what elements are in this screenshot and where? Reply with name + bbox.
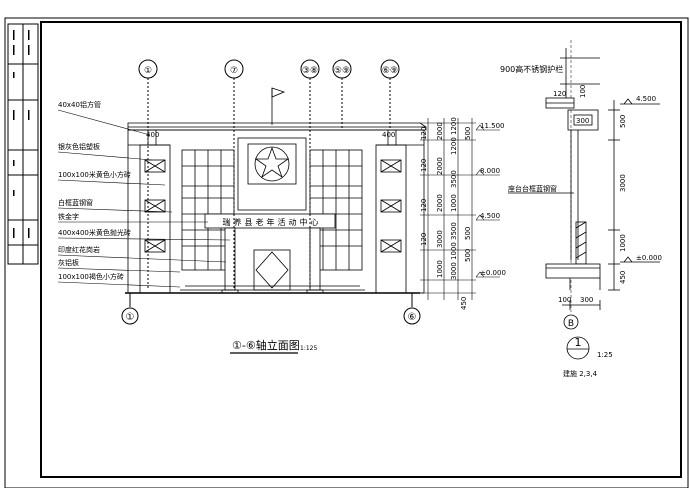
callout-6: 400x400米黄色抛光砖 [58,228,131,237]
dim-r2-2: 2000 [436,157,444,175]
level-3: 4.500 [480,212,500,220]
detail-reference: 建施 2,3,4 [563,369,598,378]
axis-label-top-5: ⑥⑨ [382,66,398,76]
dims-chain-2: 2000 2000 2000 3000 1000 [436,122,444,278]
elevation-title: ①-⑥轴立面图 [232,338,300,352]
title-block-strip [7,23,39,265]
dim-r1-4: 120 [420,233,428,246]
callout-2: 银灰色铝塑板 [58,142,100,151]
dim-r3-3: 3500 [450,170,458,188]
section-window-note: 座台台框蓝钢窗 [508,184,557,193]
dim-r2-5: 1000 [436,260,444,278]
callout-leaders [57,109,231,288]
callout-3: 100x100米黄色小方砖 [58,170,131,179]
elevation-drawing [125,87,427,294]
level-4: ±0.000 [480,269,506,277]
drawing-frame [40,21,682,478]
detail-scale: 1:25 [597,351,613,359]
dim-r4-2: 500 [464,227,472,240]
detail-number: 1 [575,336,582,349]
section-dim-bottom-1: 100 [558,296,571,304]
section-detail [508,40,660,360]
dimension-chains [420,118,476,300]
dim-r4-1: 500 [464,127,472,140]
top-axis-bubbles [138,59,400,290]
axis-label-top-1: ① [144,66,152,76]
section-dim-r-3: 1000 [619,234,627,252]
axis-label-top-3: ③⑧ [302,66,318,76]
callout-7: 印度红花岗岩 [58,245,100,254]
dim-r1-1: 120 [420,127,428,140]
flag [271,87,286,98]
frame-label-box [573,114,593,126]
section-level-1: 4.500 [636,95,656,103]
axis-label-bottom-2: ⑥ [408,312,417,323]
dim-r3-5: 3500 [450,222,458,240]
callout-9: 100x100褐色小方砖 [58,272,124,281]
parapet-dim-right: 400 [382,131,395,139]
axis-label-top-4: ⑤⑨ [334,66,350,76]
callout-1: 40x40铝方管 [58,100,101,109]
building-sign: 瑞养县老年活动中心 [223,217,322,227]
dim-r2-4: 3000 [436,230,444,248]
parapet-dim-left: 400 [146,131,159,139]
building-outline [127,129,425,294]
dim-r2-1: 2000 [436,122,444,140]
section-dim-r-1: 500 [619,115,627,128]
entrance-canopy [204,213,336,229]
dim-r3-8: 450 [460,297,468,310]
sheet-border [4,17,689,488]
section-level-2: ±0.000 [636,254,662,262]
dim-r2-3: 2000 [436,194,444,212]
dim-r3-2: 1200 [450,137,458,155]
dim-r3-4: 1000 [450,194,458,212]
elevation-scale: 1:125 [300,345,317,352]
section-frame-label: 300 [576,117,589,125]
dims-chain-1: 120 120 120 120 [420,127,428,246]
section-dim-r-2: 3000 [619,174,627,192]
dims-chain-3: 1200 1200 3500 1000 3500 1000 3000 450 [450,117,468,310]
dim-r3-6: 1000 [450,242,458,260]
axis-label-bottom-1: ① [126,312,135,323]
callouts: 40x40铝方管 银灰色铝塑板 100x100米黄色小方砖 白框蓝钢窗 铁金字 … [58,100,131,281]
level-2: 8.000 [480,167,500,175]
axis-label-top-2: ⑦ [230,66,238,76]
level-1: 11.500 [480,122,505,130]
section-dim-top-2: 100 [579,85,587,98]
callout-8: 灰铝板 [58,258,79,267]
dim-r1-2: 120 [420,159,428,172]
dim-r3-1: 1200 [450,117,458,135]
central-tower [237,137,307,211]
callout-5: 铁金字 [58,212,79,221]
column-right [309,227,321,291]
dims-chain-4: 500 500 500 [464,127,472,262]
wing-windows [144,159,402,253]
entrance-door [253,249,291,291]
dim-r3-7: 3000 [450,262,458,280]
section-dim-top-1: 120 [553,90,566,98]
star-emblem [254,146,290,179]
roof-parapet [127,122,427,131]
bottom-axis-bubbles [121,293,421,325]
section-axis-label: B [568,319,574,329]
right-window-block [309,149,363,271]
level-markers [475,124,500,278]
dim-r4-3: 500 [464,249,472,262]
dim-r1-3: 120 [420,199,428,212]
section-dim-r-4: 450 [619,271,627,284]
callout-4: 白框蓝钢窗 [58,198,93,207]
section-dim-bottom-2: 300 [580,296,593,304]
railing-note: 900高不锈钢护栏 [500,64,563,74]
